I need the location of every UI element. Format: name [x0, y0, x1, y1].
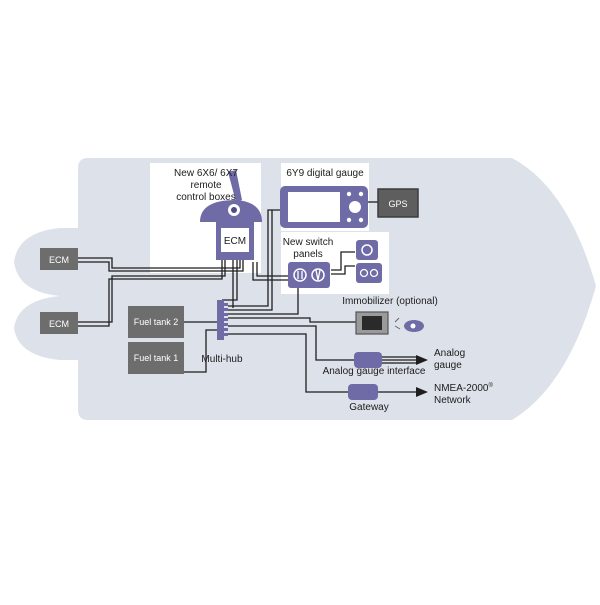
fuel-tank-2-label: Fuel tank 2 [134, 317, 179, 327]
key-fob-icon [404, 320, 424, 332]
ecm-bottom-label: ECM [49, 319, 69, 329]
gateway-label: Gateway [349, 402, 388, 413]
analog-gauge-label-2: gauge [434, 360, 462, 371]
digital-gauge-icon [280, 186, 368, 228]
nmea-registered-mark: ® [488, 382, 493, 389]
immobilizer-icon [355, 311, 401, 335]
immobilizer-label: Immobilizer (optional) [342, 296, 438, 307]
multi-hub-bar [217, 300, 224, 340]
lower-switch-icon [356, 263, 382, 283]
fuel-tank-1-label: Fuel tank 1 [134, 353, 179, 363]
nmea-label-1: NMEA-2000® [434, 382, 493, 394]
gps-label: GPS [388, 199, 407, 209]
ecm-top-label: ECM [49, 255, 69, 265]
remote-control-label-2: remote [190, 180, 222, 191]
ecm-bottom-box [40, 312, 78, 334]
remote-control-label-1: New 6X6/ 6X7 [174, 168, 238, 179]
ecm-top-box [40, 248, 78, 270]
gps-box [377, 188, 419, 218]
switch-panels-label-2: panels [293, 249, 322, 260]
wiring [77, 201, 416, 393]
multi-hub-ports [224, 303, 228, 336]
digital-gauge-label: 6Y9 digital gauge [286, 168, 364, 179]
switch-panels-label-1: New switch [283, 237, 334, 248]
gateway-box [348, 384, 378, 400]
analog-gauge-label-1: Analog [434, 348, 465, 359]
analog-gauge-arrow [416, 355, 428, 365]
fuel-tank-2-box [128, 306, 184, 338]
multi-hub-label: Multi-hub [201, 354, 243, 365]
nmea-arrow [416, 387, 428, 397]
upper-switch-icon [356, 240, 378, 260]
remote-control-icon [200, 170, 262, 260]
fuel-tank-1-box [128, 342, 184, 374]
nmea-label-2: Network [434, 395, 472, 406]
main-switch-panel-icon [288, 262, 330, 288]
analog-gauge-interface-label: Analog gauge interface [323, 366, 426, 377]
remote-ecm-label: ECM [224, 236, 246, 247]
analog-gauge-interface-box [354, 352, 382, 368]
remote-control-label-3: control boxes [176, 192, 235, 203]
